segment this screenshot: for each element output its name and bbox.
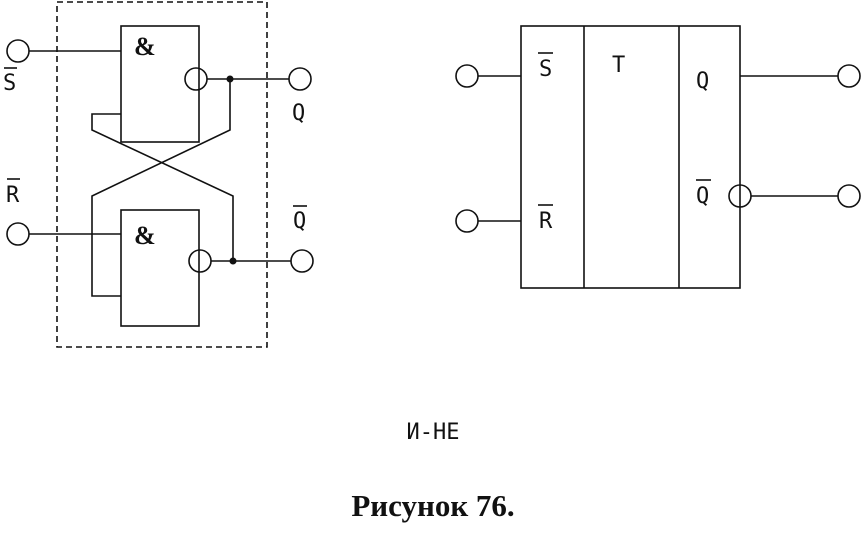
- top-gate-symbol: &: [134, 32, 156, 61]
- feedback-q-to-bottom-gate: [91, 79, 231, 297]
- figure-caption: Рисунок 76.: [351, 488, 515, 523]
- q-output-terminal: [288, 67, 312, 91]
- block-r-input-terminal: [455, 209, 479, 233]
- block-s-input-terminal: [455, 64, 479, 88]
- not-q-output-terminal: [290, 249, 314, 273]
- not-q-junction-dot: [229, 257, 237, 265]
- r-input-terminal: [6, 222, 30, 246]
- block-s-label: S: [539, 57, 552, 82]
- block-not-q-label: Q: [696, 184, 709, 209]
- top-gate-inversion-bubble: [184, 67, 208, 91]
- r-input-label: R: [6, 183, 20, 208]
- s-input-terminal: [6, 39, 30, 63]
- bottom-gate-symbol: &: [134, 221, 156, 250]
- block-q-output-terminal: [837, 64, 861, 88]
- latch-boundary: [56, 1, 268, 348]
- not-q-output-label: Q: [293, 209, 306, 234]
- block-not-q-output-terminal: [837, 184, 861, 208]
- feedback-notq-to-top-gate: [91, 113, 234, 261]
- bottom-gate-inversion-bubble: [188, 249, 212, 273]
- gate-type-label: И-НЕ: [406, 420, 460, 445]
- s-input-label: S: [3, 71, 16, 96]
- bottom-nand-gate: [120, 209, 200, 327]
- block-r-label: R: [539, 209, 553, 234]
- q-junction-dot: [226, 75, 234, 83]
- top-nand-gate: [120, 25, 200, 143]
- block-q-label: Q: [696, 69, 709, 94]
- block-t-label: T: [612, 53, 625, 78]
- q-output-label: Q: [292, 101, 305, 126]
- flipflop-block: [520, 25, 741, 289]
